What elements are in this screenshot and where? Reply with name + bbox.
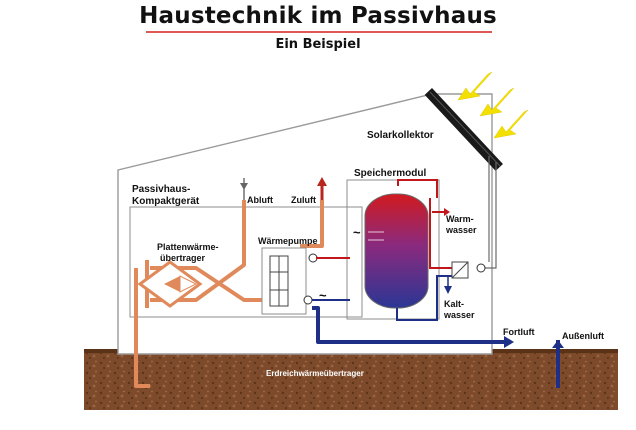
sun-arrows bbox=[457, 71, 529, 139]
plate-heat-exchanger bbox=[137, 260, 203, 308]
label-compact-unit-2: Kompaktgerät bbox=[132, 196, 200, 207]
outdoor-air-intake bbox=[552, 340, 564, 388]
label-outgoing-air: Fortluft bbox=[503, 327, 535, 337]
label-outdoor-air: Außenluft bbox=[562, 331, 604, 341]
heat-pump-fan-bottom bbox=[303, 295, 313, 305]
label-cold-water-1: Kalt- bbox=[444, 299, 464, 309]
label-solar-collector: Solarkollektor bbox=[367, 130, 434, 141]
label-compact-unit-1: Passivhaus- bbox=[132, 184, 191, 195]
label-supply-air: Zuluft bbox=[291, 195, 316, 205]
outgoing-air-arrow bbox=[504, 336, 514, 348]
heat-pump-internals bbox=[269, 255, 289, 307]
solar-loop-pipes bbox=[484, 156, 497, 269]
solar-pump bbox=[476, 263, 486, 273]
label-cold-water-2: wasser bbox=[444, 310, 475, 320]
label-storage-module: Speichermodul bbox=[354, 168, 427, 179]
solar-collector bbox=[424, 88, 503, 171]
page-subtitle: Ein Beispiel bbox=[275, 37, 361, 52]
heat-pump-box bbox=[261, 247, 307, 315]
heat-pump-fan-top bbox=[308, 253, 318, 263]
label-ground-hx: Erdreichwärmeübertrager bbox=[266, 369, 364, 378]
warm-water-exchanger bbox=[451, 261, 469, 279]
supply-air-output bbox=[317, 177, 327, 200]
earth-ground bbox=[84, 352, 618, 410]
solar-collector-edge bbox=[429, 91, 501, 167]
tank-heating-coil bbox=[368, 231, 384, 241]
storage-module-box bbox=[346, 179, 440, 320]
label-warm-water-1: Warm- bbox=[446, 214, 474, 224]
page-title: Haustechnik im Passivhaus bbox=[139, 3, 497, 29]
label-heat-pump: Wärmepumpe bbox=[258, 236, 318, 246]
tilde-upper: ~ bbox=[353, 225, 361, 240]
cold-water-inlet bbox=[444, 276, 452, 294]
label-exhaust-air: Abluft bbox=[247, 195, 273, 205]
label-plate-hx-1: Plattenwärme- bbox=[157, 242, 219, 252]
label-plate-hx-2: übertrager bbox=[160, 253, 206, 263]
storage-tank bbox=[364, 193, 429, 309]
cold-water-pipes bbox=[312, 275, 452, 321]
outgoing-air-duct bbox=[312, 306, 506, 344]
exhaust-air-intake bbox=[240, 178, 248, 200]
label-warm-water-2: wasser bbox=[446, 225, 477, 235]
tilde-lower: ~ bbox=[319, 288, 327, 303]
house-outline bbox=[117, 93, 493, 355]
warm-water-outlet bbox=[432, 208, 450, 216]
hot-water-pipes bbox=[316, 179, 452, 269]
